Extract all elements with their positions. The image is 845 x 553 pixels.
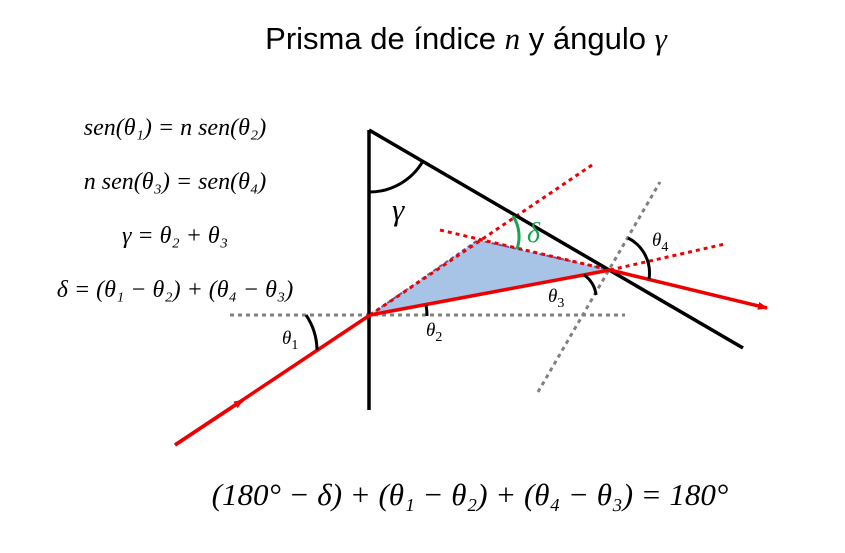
delta-arc: [511, 215, 521, 250]
snell-equation-1: sen(θ₁) = n sen(θ₂): [84, 115, 266, 141]
gamma-equation: γ = θ₂ + θ₃: [122, 223, 228, 249]
theta3-arc: [583, 273, 598, 296]
prism-right-face: [368, 128, 744, 350]
emergent-ray: [609, 268, 768, 310]
delta-equation: δ = (θ₁ − θ₂) + (θ₄ − θ₃): [57, 277, 293, 303]
theta2-label: θ2: [426, 320, 442, 345]
normal-line-right: [536, 181, 662, 393]
angle-sum-equation: (180° − δ) + (θ₁ − θ₂) + (θ₄ − θ₃) = 180…: [212, 477, 729, 512]
theta4-label: θ4: [652, 230, 668, 255]
theta1-arc: [304, 314, 319, 351]
snell-equation-2: n sen(θ₃) = sen(θ₄): [84, 169, 266, 195]
gamma-arc: [368, 160, 425, 194]
deviation-triangle: [370, 240, 610, 315]
emergent-ray-back-extension: [439, 228, 611, 272]
incident-ray-arrow: [174, 398, 244, 447]
theta1-label: θ1: [282, 328, 298, 353]
theta3-label: θ3: [548, 286, 564, 311]
diagram-title: Prisma de índice n y ángulo γ: [265, 21, 667, 56]
delta-label: δ: [527, 218, 541, 249]
gamma-label: γ: [392, 192, 405, 227]
theta2-arc: [424, 304, 429, 317]
refracted-ray: [369, 268, 611, 317]
theta4-arc: [627, 236, 651, 280]
normal-ray-extension: [609, 242, 726, 272]
